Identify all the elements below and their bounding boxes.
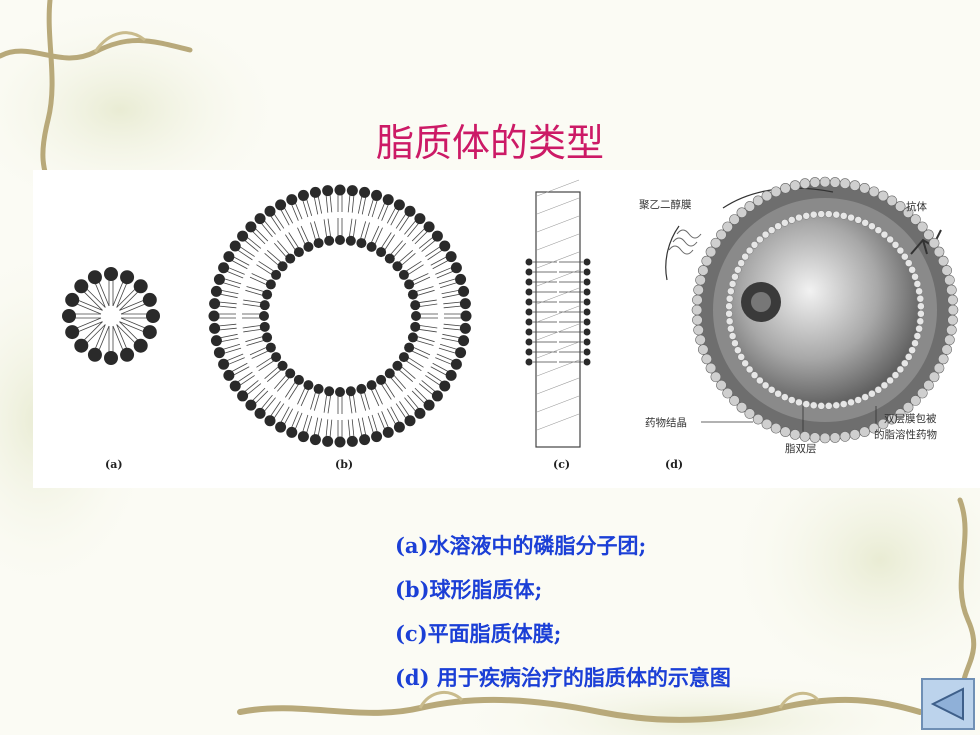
- panel-label-b: (b): [335, 458, 353, 471]
- spherical-liposome-panel-b: [208, 184, 472, 448]
- annotation-encapsulated-line1: 双层膜包被: [884, 412, 937, 425]
- panel-label-a: (a): [105, 458, 123, 471]
- annotation-peg: 聚乙二醇膜: [639, 198, 692, 211]
- caption-b: (b)球形脂质体;: [395, 577, 543, 602]
- panel-label-d: (d): [665, 458, 683, 471]
- antibody-shape: [910, 229, 942, 255]
- annotation-encapsulated-line2: 的脂溶性药物: [874, 428, 937, 441]
- annotation-antibody: 抗体: [906, 200, 927, 213]
- micelle-panel-a: [62, 267, 160, 365]
- panel-label-c: (c): [553, 458, 570, 471]
- caption-d: (d) 用于疾病治疗的脂质体的示意图: [395, 665, 731, 690]
- annotation-lipid-bilayer: 脂双层: [785, 442, 817, 455]
- annotation-drug-crystal: 药物结晶: [645, 416, 687, 429]
- triangle-left-icon: [930, 687, 964, 721]
- liposome-diagram: (a) (b) (c) (d) 聚乙二醇膜 抗体 药物结晶 脂双层 双层膜包被 …: [62, 176, 959, 471]
- back-button[interactable]: [921, 678, 975, 730]
- slide-title: 脂质体的类型: [375, 121, 604, 165]
- liposome-figure: (a) (b) (c) (d) 聚乙二醇膜 抗体 药物结晶 脂双层 双层膜包被 …: [33, 170, 980, 488]
- caption-list: (a)水溶液中的磷脂分子团; (b)球形脂质体; (c)平面脂质体膜; (d) …: [395, 528, 955, 704]
- drug-crystal-shape: [741, 282, 781, 322]
- caption-c: (c)平面脂质体膜;: [395, 621, 562, 646]
- caption-a: (a)水溶液中的磷脂分子团;: [395, 533, 647, 558]
- planar-membrane-panel-c: [525, 179, 591, 448]
- therapeutic-liposome-panel-d: [665, 176, 959, 444]
